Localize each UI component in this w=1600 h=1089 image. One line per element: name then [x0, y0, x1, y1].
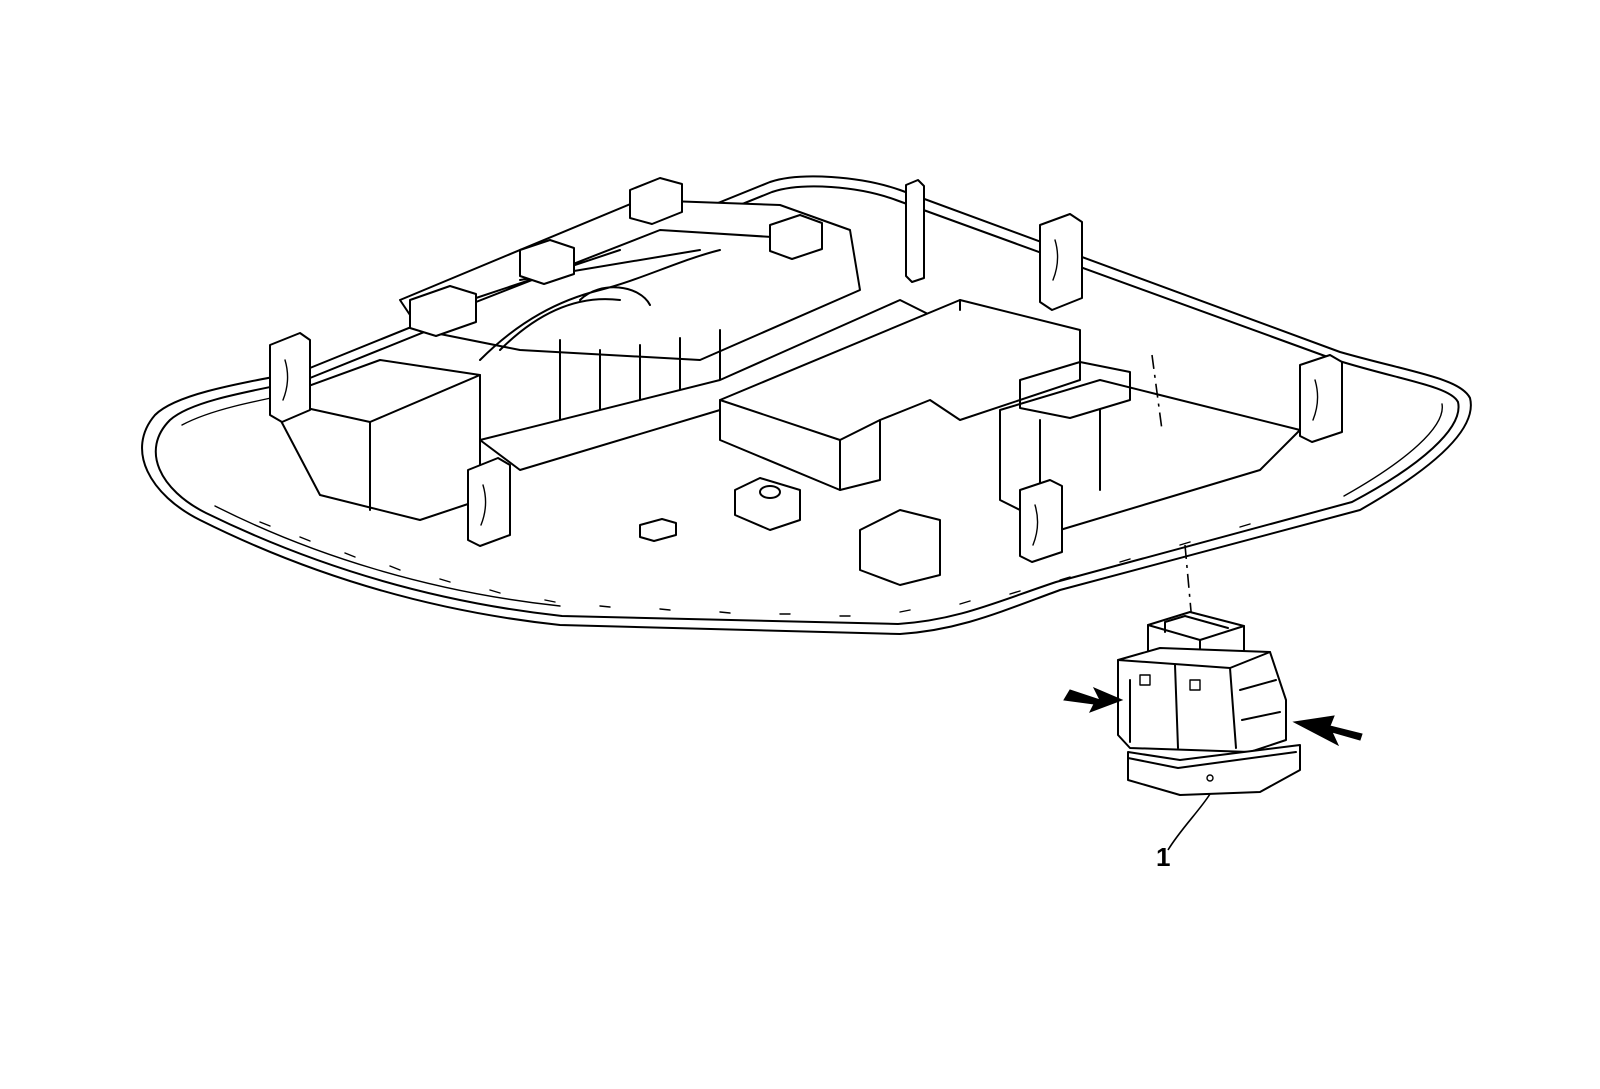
- callout-1-leader: [1167, 793, 1211, 851]
- internal-modules: [269, 177, 1343, 586]
- wiring-harness: [479, 249, 721, 361]
- installation-guide-line: [1151, 354, 1193, 623]
- connector-clip-c: [409, 285, 477, 337]
- overhead-switch: [1117, 611, 1301, 796]
- arrow-right-icon: [1292, 715, 1363, 747]
- switch-bezel: [1127, 744, 1301, 796]
- locating-pin: [905, 179, 925, 283]
- housing-inner-rim: [154, 185, 1460, 625]
- clip-tower-details: [282, 239, 1319, 546]
- arrow-left-icon: [1063, 687, 1124, 713]
- electronic-module-edges: [719, 299, 961, 491]
- connector-clip-a: [629, 177, 683, 225]
- switch-latch-tabs: [1139, 674, 1201, 691]
- connector-clip-d: [769, 214, 823, 260]
- switch-indicator: [1206, 774, 1214, 782]
- callout-1-label: 1: [1156, 842, 1171, 872]
- clip-tower-front-left: [467, 457, 511, 547]
- clip-tower-rear-left: [269, 332, 311, 423]
- switch-housing-edges: [1117, 651, 1281, 749]
- clip-tower-front-right: [1019, 479, 1063, 563]
- front-tab: [639, 518, 677, 542]
- clip-tower-right: [1299, 354, 1343, 443]
- housing-front-ticks: [259, 521, 1251, 617]
- front-latch: [859, 509, 941, 586]
- switch-housing: [1117, 647, 1287, 753]
- center-fastener: [759, 485, 781, 499]
- clip-tower-rear-right: [1039, 213, 1083, 311]
- connector-clip-b: [519, 239, 575, 285]
- electronic-module: [719, 299, 1081, 491]
- switch-bezel-edge: [1127, 751, 1297, 769]
- front-bracket: [734, 477, 801, 531]
